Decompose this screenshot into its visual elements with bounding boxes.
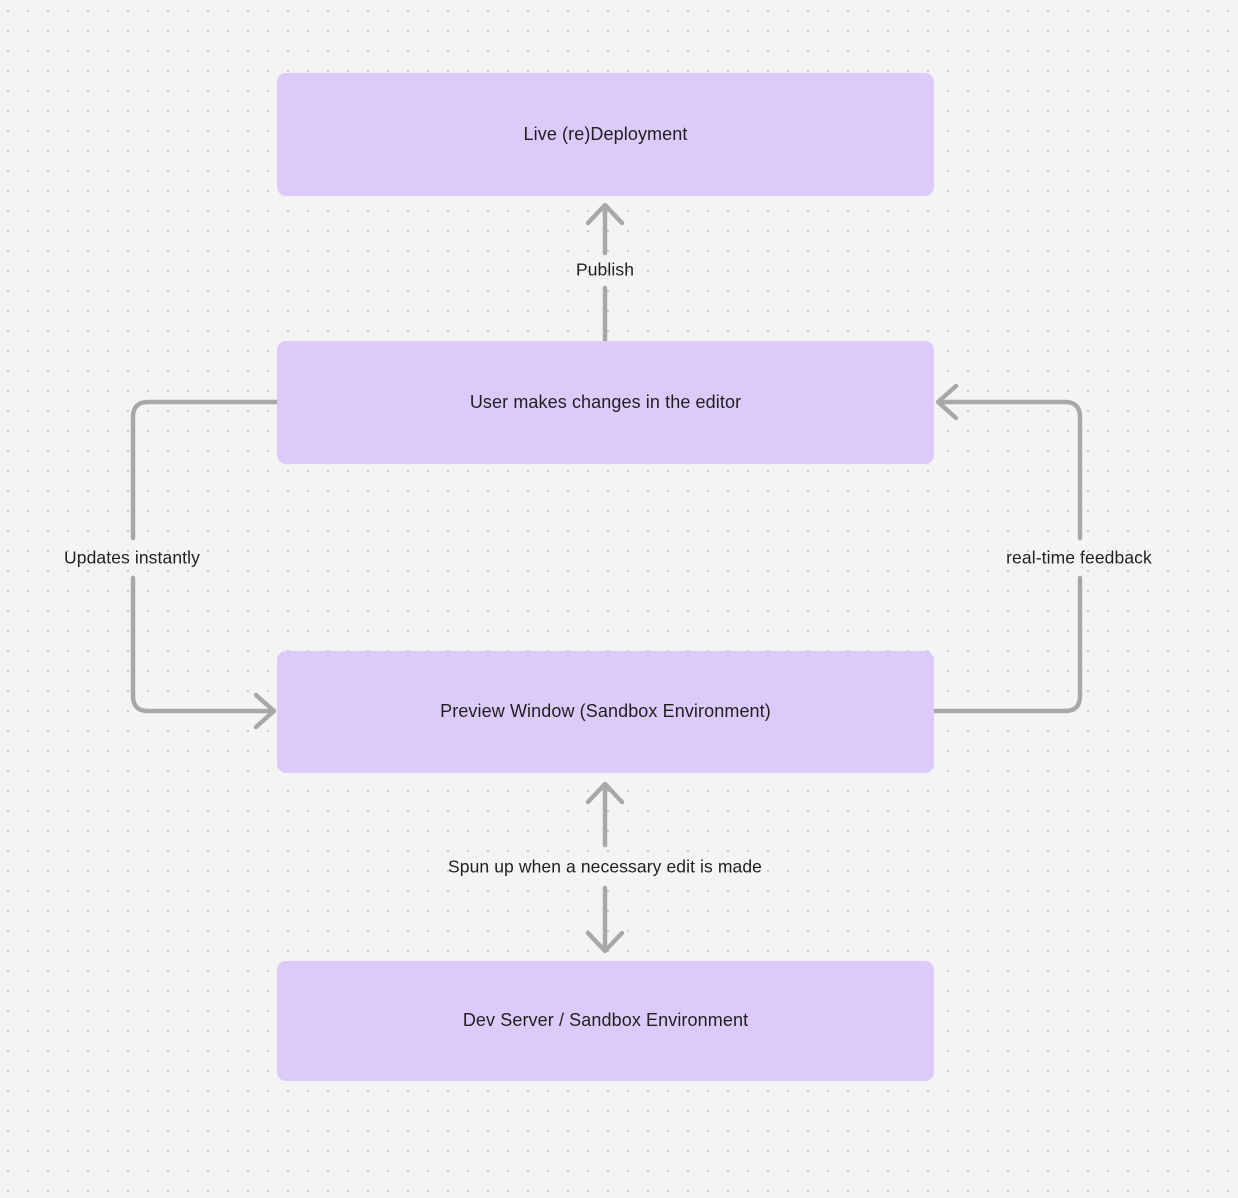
node-dev-server[interactable]: Dev Server / Sandbox Environment xyxy=(277,961,934,1081)
node-user-makes-changes[interactable]: User makes changes in the editor xyxy=(277,341,934,464)
edge-label-real-time-feedback: real-time feedback xyxy=(1006,547,1152,568)
node-live-redeployment-label: Live (re)Deployment xyxy=(523,123,688,144)
node-preview-window-label: Preview Window (Sandbox Environment) xyxy=(440,701,771,722)
edge-label-spun-up: Spun up when a necessary edit is made xyxy=(447,856,763,877)
edge-label-updates-instantly: Updates instantly xyxy=(64,547,200,568)
node-dev-server-label: Dev Server / Sandbox Environment xyxy=(462,1010,749,1031)
edge-label-publish: Publish xyxy=(575,259,635,280)
node-preview-window[interactable]: Preview Window (Sandbox Environment) xyxy=(277,651,934,773)
node-live-redeployment[interactable]: Live (re)Deployment xyxy=(277,73,934,196)
node-user-makes-changes-label: User makes changes in the editor xyxy=(469,391,742,412)
